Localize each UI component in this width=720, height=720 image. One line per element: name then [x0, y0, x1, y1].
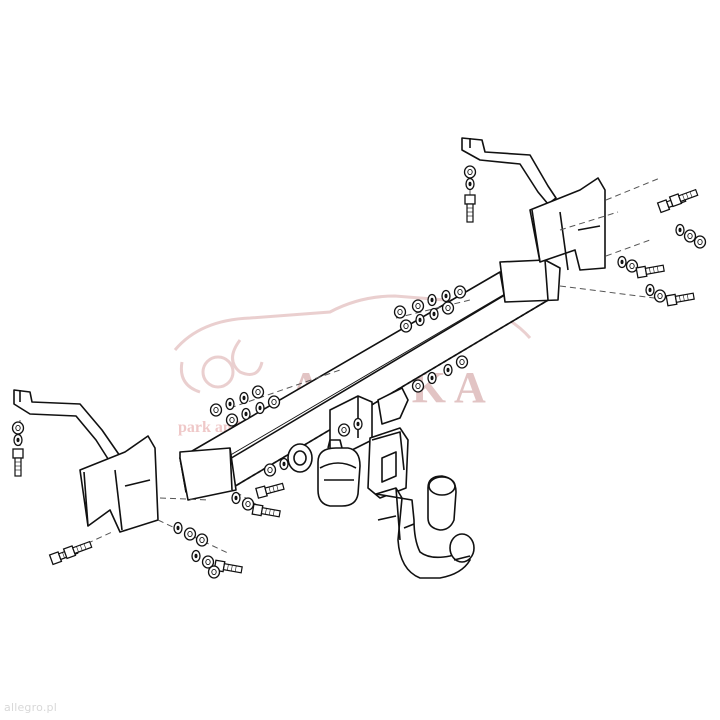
- electrical-socket: [317, 439, 361, 507]
- tow-ball-neck: [375, 487, 471, 579]
- assembly-guide-lines: [19, 177, 671, 557]
- right-beam-end: [499, 259, 561, 303]
- right-mounting-bracket: [529, 177, 606, 271]
- hook-lock-housing: [367, 427, 409, 499]
- crossbar-beam: [179, 267, 556, 493]
- left-mounting-arm: [13, 389, 121, 463]
- left-beam-end: [179, 447, 237, 501]
- tow-ball: [449, 533, 475, 563]
- marketplace-tag: allegro.pl: [4, 701, 57, 714]
- socket-ring: [287, 443, 313, 473]
- ball-cap: [427, 475, 457, 531]
- right-mounting-arm: [461, 137, 557, 205]
- left-mounting-bracket: [79, 435, 159, 533]
